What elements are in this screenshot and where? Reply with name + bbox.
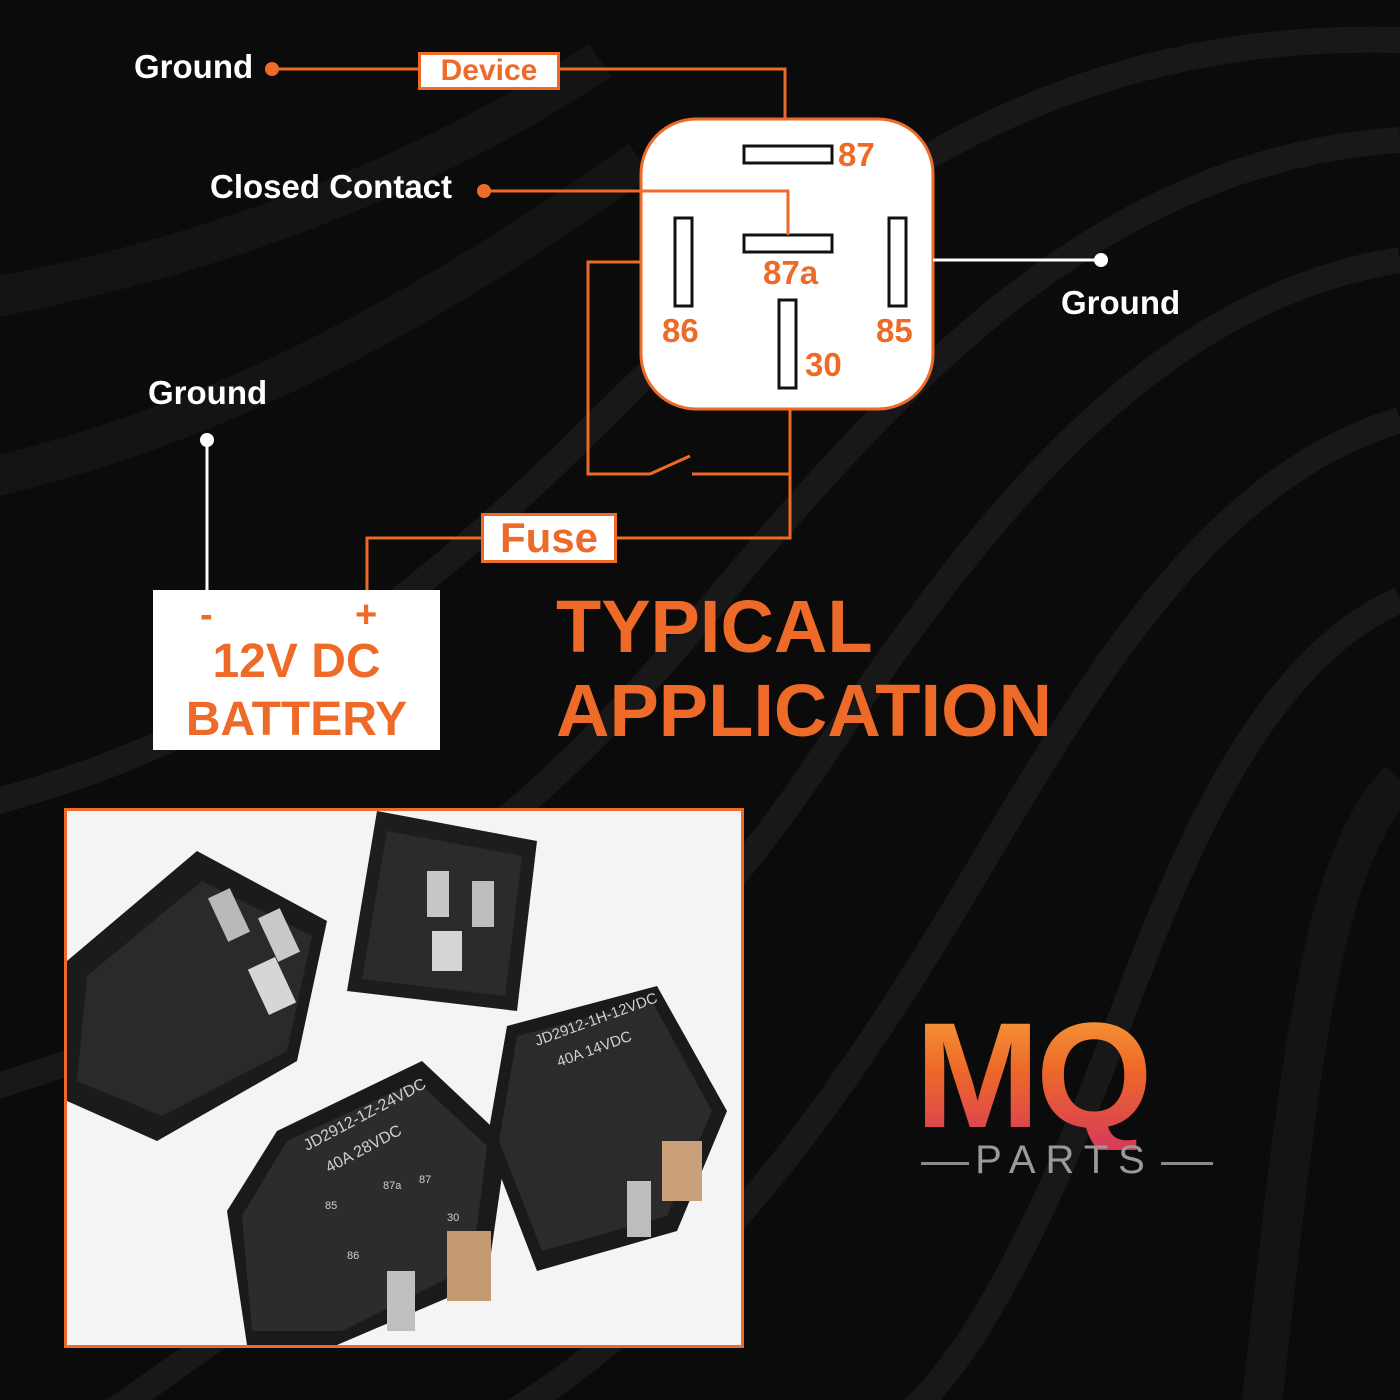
fuse-tag: Fuse	[481, 513, 617, 563]
pin-87	[742, 144, 834, 165]
device-tag: Device	[418, 52, 560, 90]
logo-parts: PARTS	[975, 1138, 1155, 1182]
ground-top-label: Ground	[134, 48, 254, 85]
closed-contact-wire	[484, 189, 790, 235]
ground-top-dot	[265, 62, 279, 76]
pin-85-label: 85	[876, 312, 913, 349]
battery-minus: -	[200, 594, 213, 636]
pin-30-label: 30	[805, 346, 842, 383]
battery-line2: BATTERY	[185, 693, 408, 746]
fuse-wire	[365, 536, 481, 590]
relay-a-pin87: 87	[419, 1174, 431, 1186]
title-line1: TYPICAL	[556, 585, 873, 668]
pin-86-label: 86	[662, 312, 699, 349]
relay-bottom-center: JD2912-1Z-24VDC 40A 28VDC 85 87a 87 86 3…	[227, 1061, 507, 1345]
device-wire	[272, 67, 787, 119]
ground-left-dot	[200, 433, 214, 447]
relay-a-pin86: 86	[347, 1250, 359, 1262]
pin-87a	[742, 233, 834, 254]
page-title: TYPICAL APPLICATION	[556, 585, 1052, 753]
relay-top-center	[347, 811, 537, 1011]
product-photo: JD2912-1Z-24VDC 40A 28VDC 85 87a 87 86 3…	[64, 808, 744, 1348]
pin-86	[673, 216, 694, 308]
pin-30	[777, 298, 798, 390]
logo-dash-right	[1161, 1162, 1213, 1165]
pin-85	[887, 216, 908, 308]
ground-right-label: Ground	[1061, 284, 1181, 321]
logo-dash-left	[921, 1162, 969, 1165]
battery-plus: +	[355, 594, 378, 636]
pin-87-label: 87	[838, 136, 875, 173]
switch-wire	[586, 260, 792, 540]
ground-right-dot	[1094, 253, 1108, 267]
title-line2: APPLICATION	[556, 669, 1053, 752]
closed-contact-dot	[477, 184, 491, 198]
ground-left-label: Ground	[148, 374, 268, 411]
brand-logo: MQ PARTS	[915, 1000, 1225, 1200]
relays-illustration: JD2912-1Z-24VDC 40A 28VDC 85 87a 87 86 3…	[67, 811, 741, 1345]
relay-a-pin85: 85	[325, 1200, 337, 1212]
logo-mq: MQ	[915, 991, 1153, 1159]
battery-box: - + 12V DC BATTERY	[153, 590, 440, 750]
battery-line1: 12V DC	[212, 635, 381, 688]
relay-a-pin30: 30	[447, 1212, 459, 1224]
relay-a-pin87a: 87a	[383, 1180, 402, 1192]
relay-top-left	[67, 851, 327, 1141]
pin-87a-label: 87a	[763, 254, 819, 291]
closed-contact-label: Closed Contact	[210, 168, 453, 205]
